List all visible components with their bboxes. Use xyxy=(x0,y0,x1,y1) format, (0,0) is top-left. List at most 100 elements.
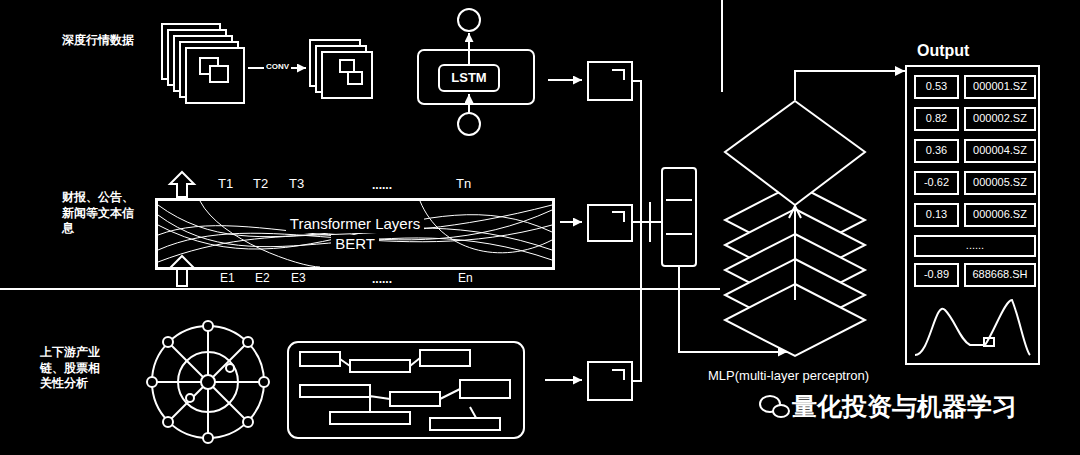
frame-line xyxy=(0,0,722,289)
feature-vector-box xyxy=(588,205,632,241)
score-cell: 0.82 xyxy=(914,107,959,131)
flow-arrow xyxy=(545,80,582,380)
token-embedding: En xyxy=(458,271,473,287)
correlation-graph xyxy=(201,375,215,389)
token-output: T3 xyxy=(289,176,304,193)
feature-vector-box xyxy=(612,212,624,222)
ellipsis-cell: ...... xyxy=(914,235,1036,257)
score-distribution-curve xyxy=(915,300,1030,355)
io-arrow xyxy=(170,172,194,197)
token-ellipsis: ...... xyxy=(372,178,392,194)
node-label: 0.13 xyxy=(926,208,947,221)
flow-arrow xyxy=(560,221,582,223)
concat-wire xyxy=(632,242,641,381)
supply-chain-network xyxy=(430,418,500,430)
connector-arrow xyxy=(795,71,905,100)
stock-code-cell: 000005.SZ xyxy=(964,171,1036,195)
conv-feature-maps xyxy=(210,66,228,82)
node-label: 0.53 xyxy=(926,80,947,93)
token-embedding: E3 xyxy=(291,271,306,287)
mlp-stack: MLP(multi-layer perceptron) xyxy=(722,100,868,358)
lstm-loop xyxy=(468,94,470,113)
row-caption: 财报、公告、新闻等文本信息 xyxy=(62,190,138,237)
attention-mesh xyxy=(158,201,552,267)
io-arrow xyxy=(170,256,194,286)
node-label: -0.89 xyxy=(924,268,949,281)
correlation-graph xyxy=(208,382,248,422)
correlation-graph xyxy=(163,337,173,347)
score-cell: 0.36 xyxy=(914,139,959,163)
score-cell: 0.53 xyxy=(914,75,959,99)
node-label: 000001.SZ xyxy=(973,80,1027,93)
node-label: Transformer Layers xyxy=(286,215,424,233)
conv-feature-maps xyxy=(186,48,244,103)
correlation-graph xyxy=(147,321,269,443)
watermark: 量化投资与机器学习 xyxy=(792,390,1017,423)
node-label: 0.36 xyxy=(926,144,947,157)
correlation-graph xyxy=(186,394,194,402)
lstm-loop xyxy=(458,9,480,31)
score-distribution-curve xyxy=(915,300,1030,355)
stock-code-cell: 000004.SZ xyxy=(964,139,1036,163)
concat-bar xyxy=(666,199,692,201)
supply-chain-network xyxy=(300,352,340,366)
node-heading: MLP(multi-layer perceptron) xyxy=(708,368,869,384)
supply-chain-network xyxy=(288,342,524,438)
flow-arrow xyxy=(545,379,582,381)
concat-wire xyxy=(632,221,662,223)
feature-vector-box xyxy=(612,70,624,80)
lstm-loop xyxy=(418,9,534,135)
node-label: 000002.SZ xyxy=(973,112,1027,125)
concat-bar xyxy=(662,168,696,266)
lstm-cell: LSTM xyxy=(438,64,500,92)
mlp-layers xyxy=(722,100,868,358)
score-cell: -0.89 xyxy=(914,263,959,287)
concat-wire xyxy=(632,81,641,202)
mlp-flow-arrow xyxy=(789,206,801,218)
token-embedding: E1 xyxy=(220,271,235,287)
pooled-feature-maps xyxy=(322,52,372,98)
attention-mesh xyxy=(420,201,552,253)
correlation-graph xyxy=(207,382,209,438)
node-heading: Output xyxy=(917,41,969,60)
frame-line xyxy=(0,288,720,290)
supply-chain-network xyxy=(300,385,370,397)
mlp-output-layer xyxy=(725,101,865,205)
node-label: ...... xyxy=(966,239,984,252)
conv-feature-maps xyxy=(162,24,244,103)
pooled-feature-maps xyxy=(348,72,362,84)
correlation-graph xyxy=(207,326,209,382)
correlation-graph xyxy=(152,326,264,438)
token-output: T1 xyxy=(218,176,233,193)
operation-label: CONV xyxy=(264,62,291,72)
concat-bar xyxy=(662,168,696,266)
node-label: BERT xyxy=(331,235,379,253)
correlation-graph xyxy=(259,377,269,387)
score-cell: -0.62 xyxy=(914,171,959,195)
correlation-graph xyxy=(147,377,157,387)
lstm-loop xyxy=(458,113,480,135)
lstm-loop xyxy=(468,33,470,64)
correlation-graph xyxy=(168,342,208,382)
correlation-graph xyxy=(152,381,208,383)
correlation-graph xyxy=(243,337,253,347)
node-label: LSTM xyxy=(451,70,486,86)
node-label: -0.62 xyxy=(924,176,949,189)
frame-line xyxy=(721,0,723,92)
correlation-graph xyxy=(163,417,173,427)
mlp-flow-arrow xyxy=(794,210,796,300)
correlation-graph xyxy=(226,364,234,372)
feature-vector-box xyxy=(588,362,632,400)
supply-chain-network xyxy=(390,392,440,406)
correlation-graph xyxy=(203,321,213,331)
stock-code-cell: 000001.SZ xyxy=(964,75,1036,99)
output-panel: Output0.53000001.SZ0.82000002.SZ0.360000… xyxy=(905,65,1040,365)
pooled-feature-maps xyxy=(310,40,372,98)
node-label: 000004.SZ xyxy=(973,144,1027,157)
stock-code-cell: 000006.SZ xyxy=(964,203,1036,227)
score-cell: 0.13 xyxy=(914,203,959,227)
attention-mesh xyxy=(200,201,320,267)
